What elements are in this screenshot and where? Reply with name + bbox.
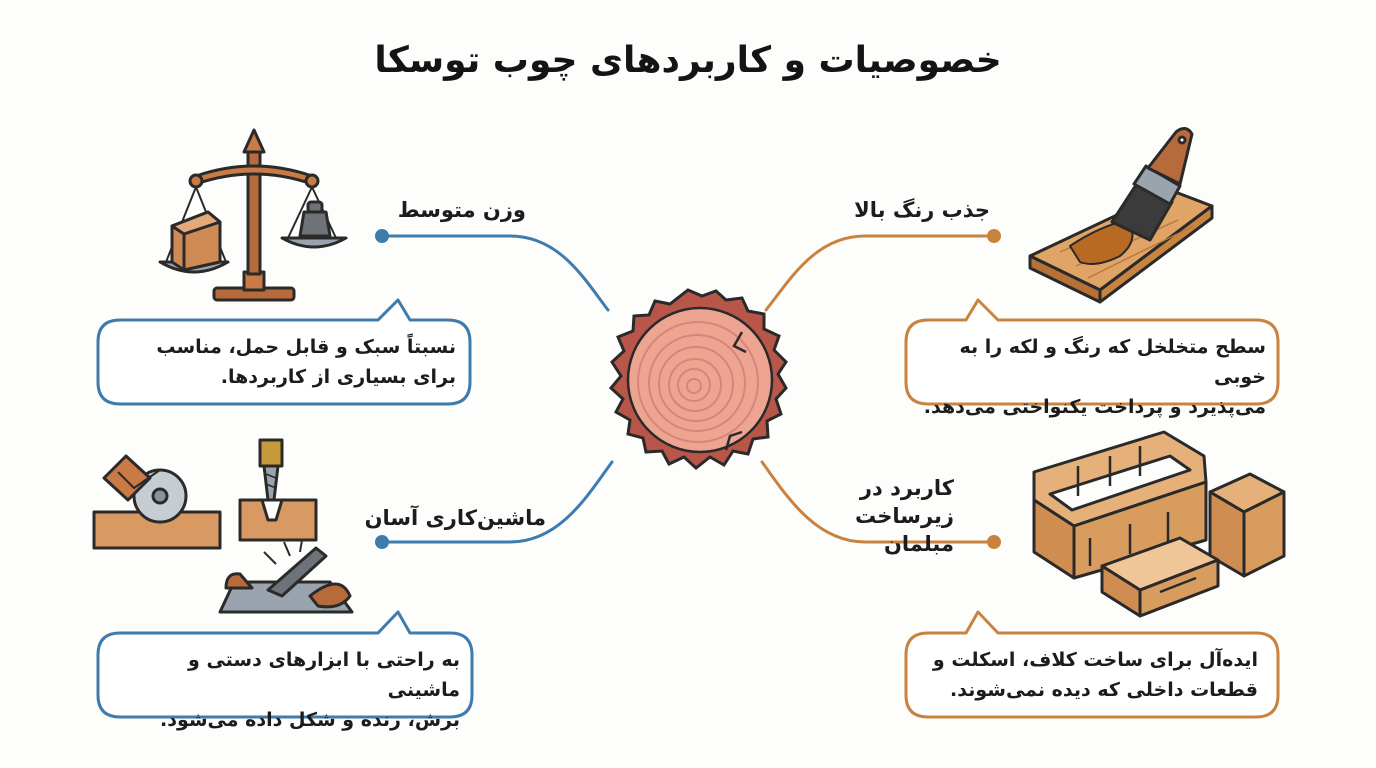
tree-log-cross-section-icon [608,288,788,470]
connector-paint [764,234,996,312]
connector-machining [380,460,614,544]
description-line: قطعات داخلی که دیده نمی‌شوند. [950,679,1258,701]
feature-label-line: وزن متوسط [397,198,526,222]
balance-scale-icon [158,128,348,302]
bubble-machining [96,610,474,719]
feature-description-furniture: ایده‌آل برای ساخت کلاف، اسکلت و قطعات دا… [918,645,1258,705]
feature-label-paint: جذب رنگ بالا [796,196,990,224]
description-line: ایده‌آل برای ساخت کلاف، اسکلت و [932,649,1258,671]
feature-description-paint: سطح متخلخل که رنگ و لکه را به خوبی می‌پذ… [914,332,1266,422]
feature-label-weight: وزن متوسط [330,196,526,224]
feature-description-machining: به راحتی با ابزارهای دستی و ماشینی برش، … [112,645,460,735]
connector-dot [987,229,1001,243]
description-line: سطح متخلخل که رنگ و لکه را به خوبی [959,336,1266,388]
feature-description-weight: نسبتاً سبک و قابل حمل، مناسب برای بسیاری… [112,332,456,392]
feature-label-line: زیرساخت مبلمان [855,504,954,556]
furniture-frame-icon [1032,430,1286,618]
page-title: خصوصیات و کاربردهای چوب توسکا [374,40,1002,81]
connector-weight [380,234,610,312]
connector-dot [375,229,389,243]
description-line: می‌پذیرد و پرداخت یکنواختی می‌دهد. [923,396,1266,418]
woodworking-tools-icon [92,438,354,614]
bubble-paint [904,298,1280,406]
connector-dot [375,535,389,549]
feature-label-furniture: کاربرد در زیرساخت مبلمان [800,474,954,558]
feature-label-line: ماشین‌کاری آسان [364,506,546,530]
bubble-furniture [904,610,1280,719]
description-line: برش، رنده و شکل داده می‌شود. [159,709,460,731]
description-line: نسبتاً سبک و قابل حمل، مناسب [156,336,456,358]
feature-label-machining: ماشین‌کاری آسان [330,504,546,532]
connector-furniture [760,460,996,544]
bubble-weight [96,298,472,406]
feature-label-line: جذب رنگ بالا [854,198,990,222]
connector-dot [987,535,1001,549]
description-line: به راحتی با ابزارهای دستی و ماشینی [188,649,460,701]
feature-label-line: کاربرد در [859,476,954,500]
description-line: برای بسیاری از کاربردها. [220,366,456,388]
paintbrush-on-plank-icon [1028,127,1214,304]
